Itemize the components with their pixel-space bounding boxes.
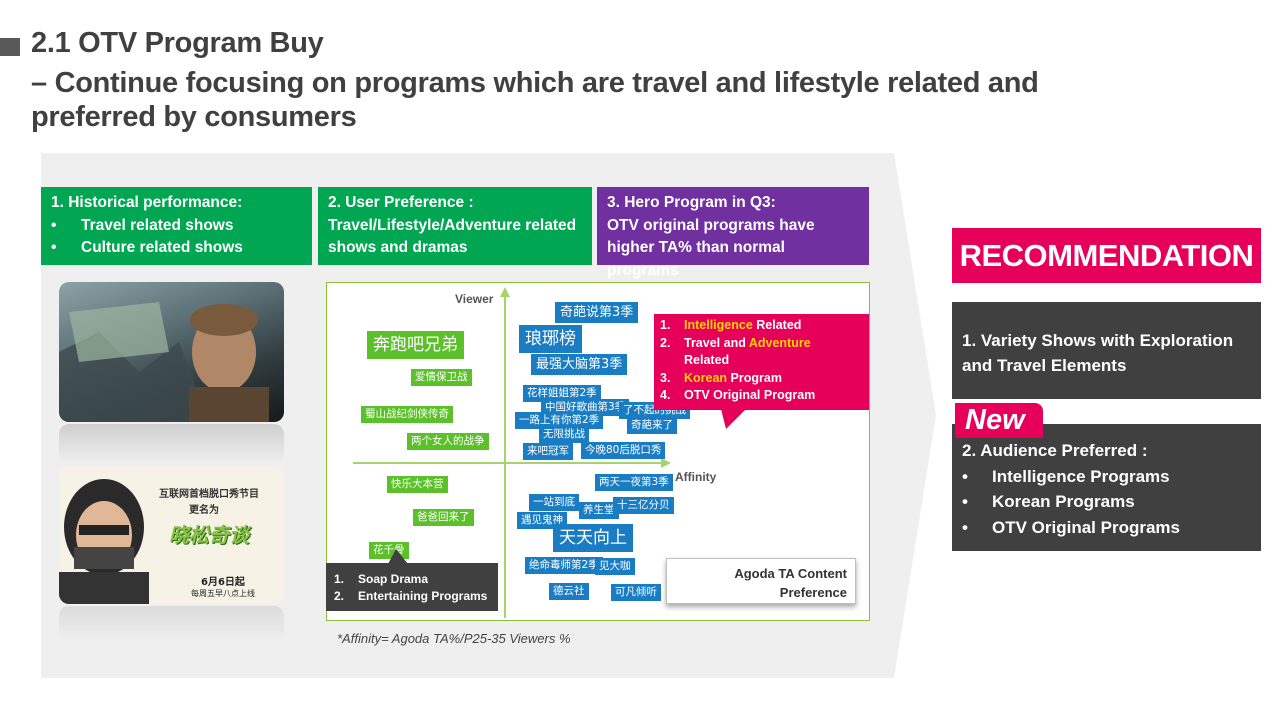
program-tag: 奇葩来了 [627,417,677,434]
chart-axes [353,287,671,618]
talk-show-poster: 互联网首档脱口秀节目 更名为 晓松奇谈 6月6日起 每周五早八点上线 [59,467,284,604]
bottom-left-callout: 1.Soap Drama 2.Entertaining Programs [326,563,498,611]
agoda-preference-label: Agoda TA Content Preference [666,558,856,604]
program-tag: 养生堂 [579,502,619,519]
program-tag: 最强大脑第3季 [531,354,628,375]
header-hero-program: 3. Hero Program in Q3: OTV original prog… [597,187,869,279]
recommendation-item-1: 1. Variety Shows with Exploration and Tr… [952,302,1261,399]
recommendation-list-item: OTV Original Programs [962,515,1251,541]
header-user-preference: 2. User Preference : Travel/Lifestyle/Ad… [318,187,592,265]
header-title: 1. Historical performance: [51,194,243,211]
poster-date: 6月6日起 [201,577,245,588]
program-tag: 德云社 [549,583,589,600]
slide-subtitle: – Continue focusing on programs which ar… [31,67,1039,133]
y-axis-label: Viewer [455,292,494,306]
travel-show-photo [59,282,284,422]
arrow-chevron [880,153,936,678]
program-tag: 琅琊榜 [519,325,582,353]
callout-row: 2.Travel and Adventure [660,335,811,350]
travel-show-image [59,302,269,422]
program-tag: 奇葩说第3季 [555,302,639,323]
program-tag: 绝命毒师第2季 [525,557,603,574]
recommendation-item-2: 2. Audience Preferred : Intelligence Pro… [952,424,1261,551]
affinity-footnote: *Affinity= Agoda TA%/P25-35 Viewers % [337,631,571,646]
x-axis-label: Affinity [675,470,717,484]
poster-line1: 互联网首档脱口秀节目 [159,489,259,500]
header-body: Travel/Lifestyle/Adventure related shows… [328,216,577,257]
callout-row: 2.Entertaining Programs [334,589,488,603]
program-tag: 一路上有你第2季 [515,412,604,429]
callout-row: 1.Soap Drama [334,572,429,586]
program-tag: 可凡倾听 [611,584,661,601]
program-tag: 今晚80后脱口秀 [581,442,666,459]
new-badge: New [955,403,1043,438]
callout-pointer [388,549,408,564]
program-tag: 花样姐姐第2季 [523,385,601,402]
callout-row: Related [684,353,730,367]
header-list-item: Travel related shows [51,215,302,238]
photo-reflection [59,424,284,464]
recommendation-item-2-title: 2. Audience Preferred : [962,441,1148,460]
header-body: OTV original programs have higher TA% th… [607,216,815,279]
program-tag: 见大咖 [595,558,635,575]
callout-pointer [720,405,750,429]
slide-title: 2.1 OTV Program Buy [31,27,324,59]
program-tag: 奔跑吧兄弟 [367,331,464,359]
header-list-item: Culture related shows [51,237,302,260]
poster-schedule: 每周五早八点上线 [191,589,255,598]
program-tag: 无限挑战 [539,426,589,443]
program-tag: 两天一夜第3季 [595,474,673,491]
program-tag: 爸爸回来了 [413,509,474,526]
recommendation-title: RECOMMENDATION [952,228,1261,283]
recommendation-list-item: Korean Programs [962,489,1251,515]
header-title: 3. Hero Program in Q3: [607,194,776,211]
program-tag: 中国好歌曲第3季 [541,399,630,416]
program-tag: 蜀山战纪剑侠传奇 [361,406,453,423]
program-tag: 快乐大本营 [387,476,448,493]
callout-row: 3.Korean Program [660,370,782,385]
recommendation-list-item: Intelligence Programs [962,464,1251,490]
callout-row: 4.OTV Original Program [660,388,816,402]
program-tag: 爱情保卫战 [411,369,472,386]
top-right-callout: 1.Intelligence Related 2.Travel and Adve… [654,314,869,410]
poster-logo: 晓松奇谈 [169,523,249,547]
header-title: 2. User Preference : [328,194,474,211]
title-bullet [0,38,20,56]
host-portrait [59,479,149,604]
poster-line2: 更名为 [189,505,219,516]
program-tag: 来吧冠军 [523,443,573,460]
callout-row: 1.Intelligence Related [660,318,802,332]
program-tag: 一站到底 [529,494,579,511]
program-tag: 两个女人的战争 [407,433,489,450]
program-tag: 十三亿分贝 [613,497,674,514]
header-historical-performance: 1. Historical performance: Travel relate… [41,187,312,265]
photo-reflection [59,606,284,642]
program-tag: 天天向上 [553,524,633,552]
